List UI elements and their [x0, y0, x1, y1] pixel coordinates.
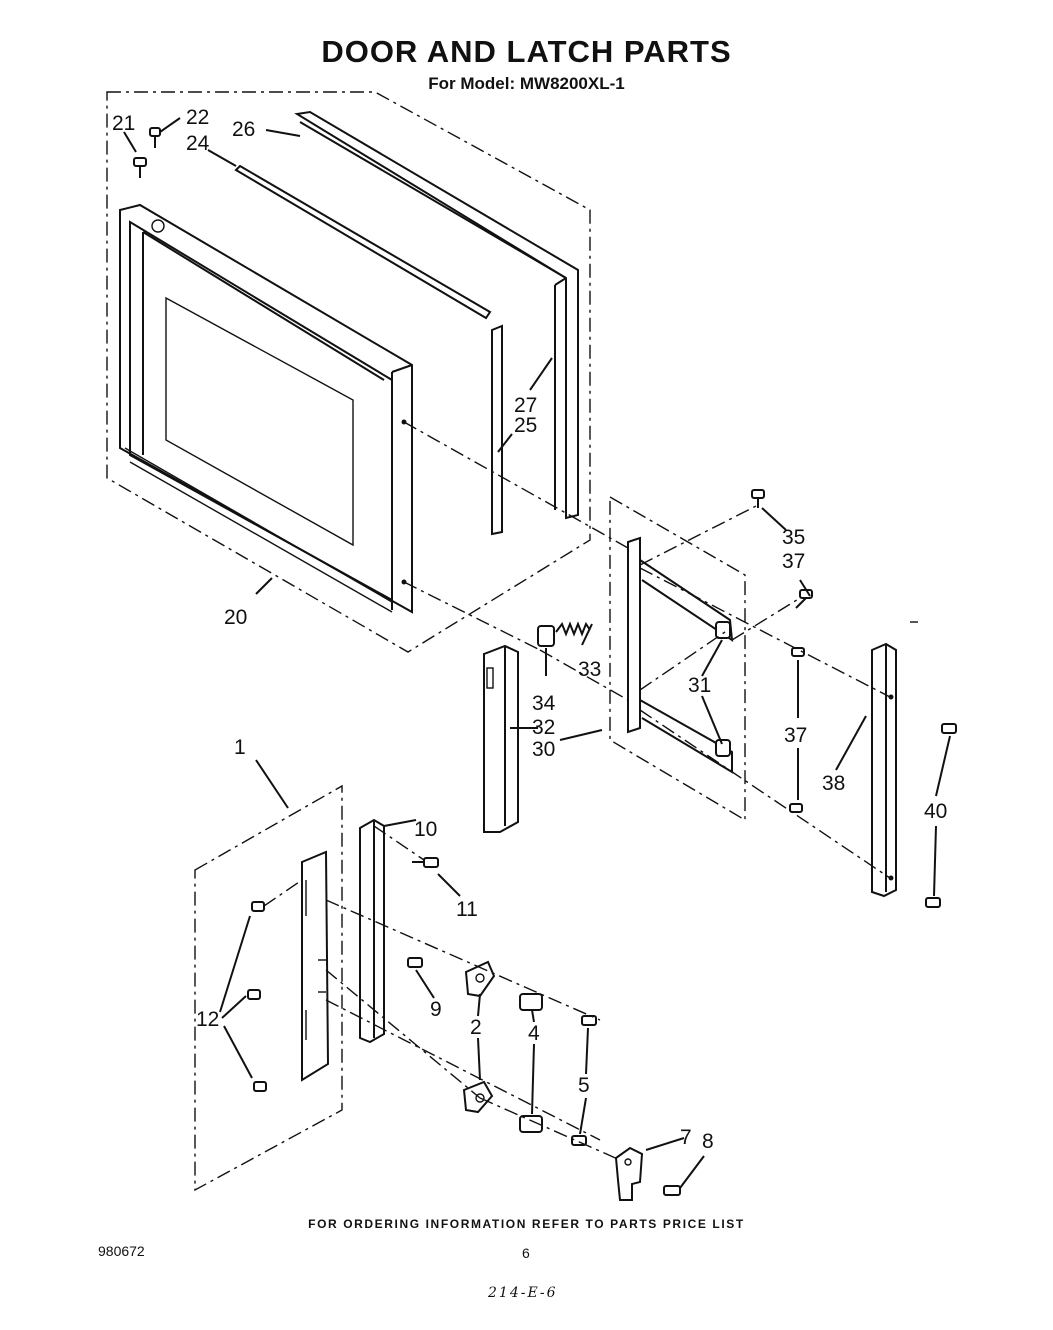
- callout-32: 32: [532, 716, 555, 739]
- ordering-note: FOR ORDERING INFORMATION REFER TO PARTS …: [308, 1217, 745, 1231]
- lower-connector-lines: [263, 825, 621, 1161]
- page-title: DOOR AND LATCH PARTS: [321, 34, 732, 69]
- callout-2: 2: [470, 1016, 482, 1039]
- callout-26: 26: [232, 118, 255, 141]
- page-number: 6: [522, 1245, 530, 1261]
- latch-plate-30: [627, 536, 734, 774]
- callout-9: 9: [430, 998, 442, 1021]
- screw-21: [133, 157, 147, 178]
- callout-21: 21: [112, 112, 135, 135]
- screw-12-mid: [247, 989, 261, 1000]
- callout-22: 22: [186, 106, 209, 129]
- latch-button-34: [537, 625, 555, 647]
- block-4-top: [519, 993, 543, 1011]
- seal-strip-24: [234, 164, 492, 320]
- trim-38: [871, 642, 897, 898]
- latch-bracket: [301, 850, 330, 1082]
- callout-24: 24: [186, 132, 210, 155]
- callout-12: 12: [196, 1008, 219, 1031]
- handwritten-note: 214-E-6: [488, 1285, 558, 1301]
- screw-12-bottom: [253, 1081, 267, 1092]
- callout-27: 27: [514, 394, 537, 417]
- screw-37-mid: [791, 647, 805, 657]
- callout-40: 40: [924, 800, 947, 823]
- callout-5: 5: [578, 1074, 590, 1097]
- callout-37-top: 37: [782, 550, 805, 573]
- screw-9: [407, 957, 423, 968]
- callout-1: 1: [234, 736, 246, 759]
- lower-assembly-boundary: [194, 784, 343, 1192]
- screw-37-top: [795, 589, 813, 609]
- leader-arrows: [123, 117, 951, 1189]
- screw-37-low: [789, 803, 803, 813]
- switch-7: [614, 1146, 644, 1201]
- door-frame: [119, 203, 413, 614]
- model-subtitle: For Model: MW8200XL-1: [428, 74, 625, 93]
- screw-8: [663, 1185, 681, 1196]
- screw-40-top: [941, 723, 957, 734]
- screw-40-bottom: [925, 897, 941, 908]
- upper-connector-lines: [403, 421, 891, 879]
- choke-cover-26: [294, 110, 579, 520]
- callout-10: 10: [414, 818, 437, 841]
- callout-33: 33: [578, 658, 601, 681]
- callout-20: 20: [224, 606, 247, 629]
- screw-11: [412, 857, 439, 868]
- latch-rail-10: [359, 818, 385, 1044]
- callout-35: 35: [782, 526, 805, 549]
- door-assembly-boundary: [106, 91, 591, 653]
- callout-4: 4: [528, 1022, 540, 1045]
- callout-37-bottom: 37: [784, 724, 807, 747]
- screw-12-top: [251, 901, 265, 912]
- callout-7: 7: [680, 1126, 692, 1149]
- screw-35: [751, 489, 765, 508]
- document-number: 980672: [98, 1243, 145, 1259]
- screw-22: [149, 127, 161, 148]
- callout-25: 25: [514, 414, 537, 437]
- callout-34: 34: [532, 692, 556, 715]
- callout-38: 38: [822, 772, 845, 795]
- screw-5-top: [581, 1015, 597, 1026]
- callout-8: 8: [702, 1130, 714, 1153]
- callout-30: 30: [532, 738, 555, 761]
- handle-32: [483, 644, 519, 833]
- spring-33: [555, 621, 591, 637]
- block-4-bottom: [519, 1115, 543, 1133]
- seal-strip-25: [491, 324, 503, 536]
- callout-11: 11: [456, 898, 478, 921]
- callout-31: 31: [688, 674, 711, 697]
